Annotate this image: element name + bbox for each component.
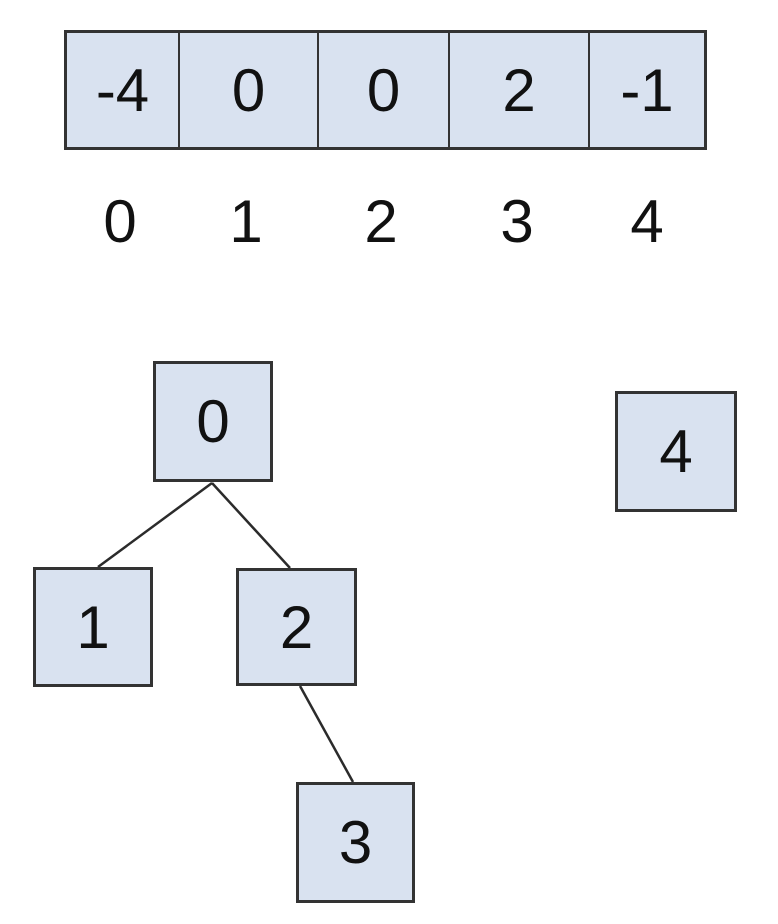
- array-cell-3: 2: [450, 33, 590, 147]
- index-label-3: 3: [500, 188, 534, 255]
- edge-0-1: [97, 481, 213, 569]
- tree-node-0: 0: [153, 361, 273, 482]
- index-label-0: 0: [103, 188, 137, 255]
- tree-node-2: 2: [236, 568, 357, 686]
- index-label-4: 4: [630, 188, 664, 255]
- index-label-1: 1: [229, 188, 263, 255]
- tree-node-3: 3: [296, 782, 415, 903]
- index-label-2: 2: [364, 188, 398, 255]
- array-diagram: -4 0 0 2 -1: [64, 30, 707, 150]
- array-cell-0: -4: [67, 33, 180, 147]
- array-cell-2: 0: [319, 33, 450, 147]
- edge-0-2: [211, 482, 291, 569]
- array-cell-4: -1: [590, 33, 704, 147]
- edge-2-3: [298, 685, 355, 783]
- tree-node-1: 1: [33, 567, 153, 687]
- tree-node-4: 4: [615, 391, 737, 512]
- array-cell-1: 0: [180, 33, 319, 147]
